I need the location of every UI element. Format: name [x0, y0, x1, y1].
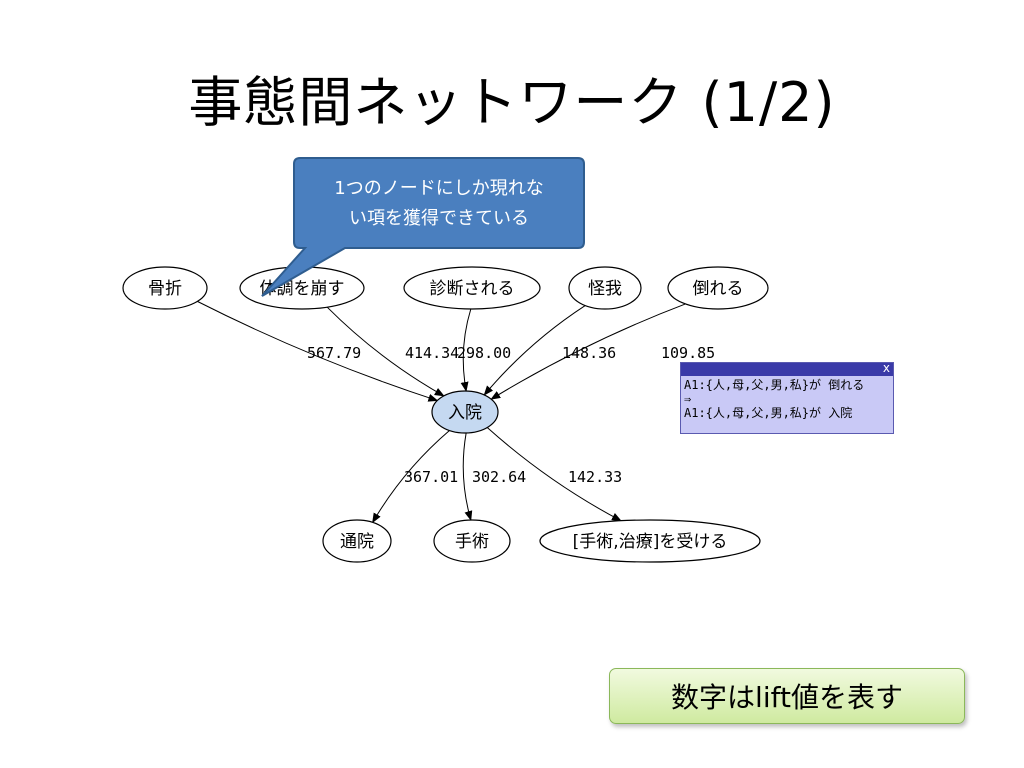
node-label-shindan: 診断される	[430, 279, 515, 299]
edge-lift-label-nyuin-tsuin: 367.01	[404, 468, 458, 486]
edge-taichou-nyuin	[326, 306, 445, 397]
node-chiryo[interactable]: [手術,治療]を受ける	[539, 519, 761, 563]
node-label-taoreru: 倒れる	[693, 279, 744, 299]
popup-line-2: ⇒	[684, 392, 692, 406]
edge-nyuin-shujutsu	[462, 432, 473, 521]
slide-title: 事態間ネットワーク (1/2)	[188, 71, 836, 134]
edge-lift-label-kega-nyuin: 148.36	[562, 344, 616, 362]
node-label-tsuin: 通院	[340, 532, 374, 552]
edge-shindan-nyuin	[460, 308, 472, 392]
edge-lift-label-taoreru-nyuin: 109.85	[661, 344, 715, 362]
popup-body: A1:{人,母,父,男,私}が 倒れる⇒A1:{人,母,父,男,私}が 入院	[681, 376, 893, 422]
node-kega[interactable]: 怪我	[568, 266, 642, 310]
callout-line-1: 1つのノードにしか現れな	[334, 178, 543, 199]
node-ellipse-shujutsu[interactable]	[433, 519, 511, 563]
node-kossetsu[interactable]: 骨折	[122, 266, 208, 310]
node-ellipse-kossetsu[interactable]	[122, 266, 208, 310]
callout: 1つのノードにしか現れな い項を獲得できている	[261, 157, 585, 297]
lift-note: 数字はlift値を表す	[609, 668, 965, 724]
edge-lift-label-shindan-nyuin: 298.00	[457, 344, 511, 362]
node-nyuin[interactable]: 入院	[431, 390, 499, 434]
node-shindan[interactable]: 診断される	[403, 266, 541, 310]
node-label-kossetsu: 骨折	[148, 279, 182, 299]
node-label-kega: 怪我	[588, 279, 622, 299]
node-label-chiryo: [手術,治療]を受ける	[573, 532, 728, 552]
popup-close-icon[interactable]: x	[882, 361, 890, 375]
edge-lift-label-taichou-nyuin: 414.34	[405, 344, 459, 362]
node-ellipse-tsuin[interactable]	[322, 519, 392, 563]
edge-kega-nyuin	[483, 305, 586, 396]
node-ellipse-kega[interactable]	[568, 266, 642, 310]
node-ellipse-shindan[interactable]	[403, 266, 541, 310]
node-ellipse-nyuin[interactable]	[431, 390, 499, 434]
node-label-shujutsu: 手術	[455, 532, 489, 552]
callout-line-2: い項を獲得できている	[349, 208, 529, 229]
node-tsuin[interactable]: 通院	[322, 519, 392, 563]
popup-line-1: A1:{人,母,父,男,私}が 倒れる	[684, 378, 865, 392]
edge-nyuin-chiryo	[486, 427, 622, 522]
popup-title-bar: x	[681, 361, 893, 376]
node-shujutsu[interactable]: 手術	[433, 519, 511, 563]
popup-line-3: A1:{人,母,父,男,私}が 入院	[684, 406, 853, 420]
edge-nyuin-tsuin	[372, 430, 450, 524]
edge-taoreru-nyuin	[490, 303, 686, 400]
node-ellipse-taoreru[interactable]	[667, 266, 769, 310]
node-ellipse-chiryo[interactable]	[539, 519, 761, 563]
event-pair-popup: x A1:{人,母,父,男,私}が 倒れる⇒A1:{人,母,父,男,私}が 入院	[680, 361, 894, 434]
edge-lift-label-nyuin-chiryo: 142.33	[568, 468, 622, 486]
node-label-nyuin: 入院	[448, 403, 482, 423]
edge-kossetsu-nyuin	[197, 300, 439, 402]
node-taoreru[interactable]: 倒れる	[667, 266, 769, 310]
edge-lift-label-nyuin-shujutsu: 302.64	[472, 468, 526, 486]
lift-note-text: 数字はlift値を表す	[671, 681, 903, 714]
edge-lift-label-kossetsu-nyuin: 567.79	[307, 344, 361, 362]
